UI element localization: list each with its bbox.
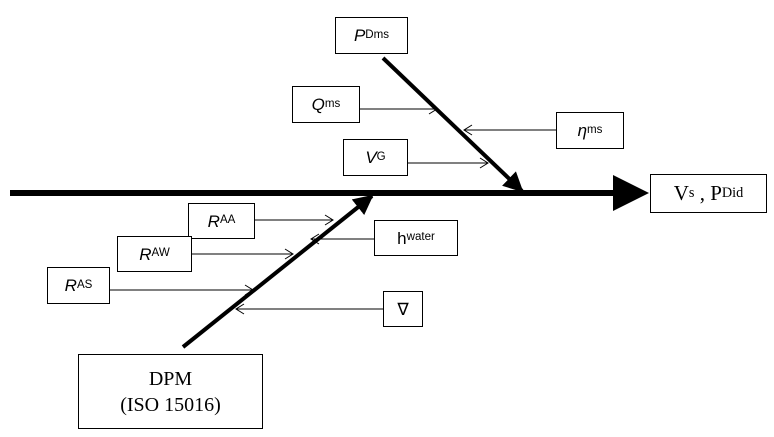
label-r-as-sub: AS [76, 278, 93, 291]
label-eta: η [577, 121, 588, 140]
effect-v: V [673, 181, 689, 205]
cause-arrow-r-aa [255, 214, 334, 226]
dpm-line-2: (ISO 15016) [120, 393, 221, 416]
label-p-sub: Dms [365, 28, 390, 41]
label-nabla: ∇ [397, 299, 409, 319]
label-eta-sub: ms [587, 123, 603, 136]
effect-p: P [710, 181, 722, 205]
effect-p-sub: Did [721, 185, 744, 202]
label-v-sub: G [376, 150, 386, 163]
effect-sep: , [694, 181, 711, 205]
cause-arrow-r-as [110, 284, 254, 296]
cause-arrow-nabla [235, 303, 383, 315]
label-q: Q [311, 95, 325, 114]
label-r-aw: R [139, 244, 152, 264]
label-h-sub: water [406, 231, 435, 244]
label-v: V [365, 148, 377, 167]
label-r-aa-sub: AA [219, 214, 236, 227]
box-nabla: ∇ [383, 291, 423, 327]
cause-arrow-r-aw [192, 248, 294, 260]
label-r-aw-sub: AW [151, 247, 170, 260]
upper-bone-arrow [381, 56, 524, 193]
label-h: h [397, 228, 407, 248]
effect-v-sub: s [688, 185, 695, 202]
cause-arrow-q-ms [360, 103, 438, 115]
label-q-sub: ms [324, 97, 341, 110]
dpm-line-1: DPM [148, 367, 193, 390]
lower-bone-arrow [181, 194, 374, 349]
cause-arrow-h-water [310, 233, 374, 245]
box-dpm: DPM (ISO 15016) [78, 354, 263, 429]
label-p: P [353, 26, 366, 45]
label-r-aa: R [207, 211, 220, 231]
cause-arrow-v-g [408, 157, 489, 169]
cause-arrow-eta-ms [463, 124, 556, 136]
label-r-as: R [64, 276, 77, 295]
